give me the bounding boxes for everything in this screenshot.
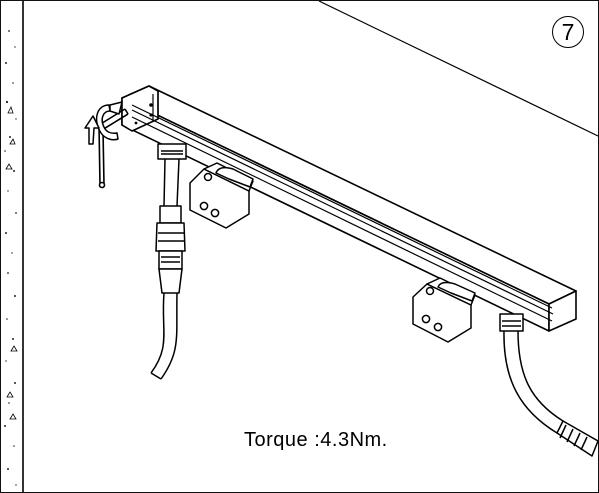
cable-right	[499, 313, 598, 457]
cable-left	[150, 143, 187, 380]
wall	[1, 1, 24, 492]
mounting-bracket-right	[412, 277, 476, 343]
hex-key-icon	[98, 108, 129, 189]
torque-annotation: Torque :4.3Nm.	[244, 429, 388, 451]
mounting-bracket-left	[189, 162, 254, 229]
step-number: 7	[561, 18, 575, 45]
step-number-badge: 7	[552, 16, 584, 48]
rotate-arrow-icon	[84, 101, 123, 145]
room-edge-line	[318, 1, 598, 137]
